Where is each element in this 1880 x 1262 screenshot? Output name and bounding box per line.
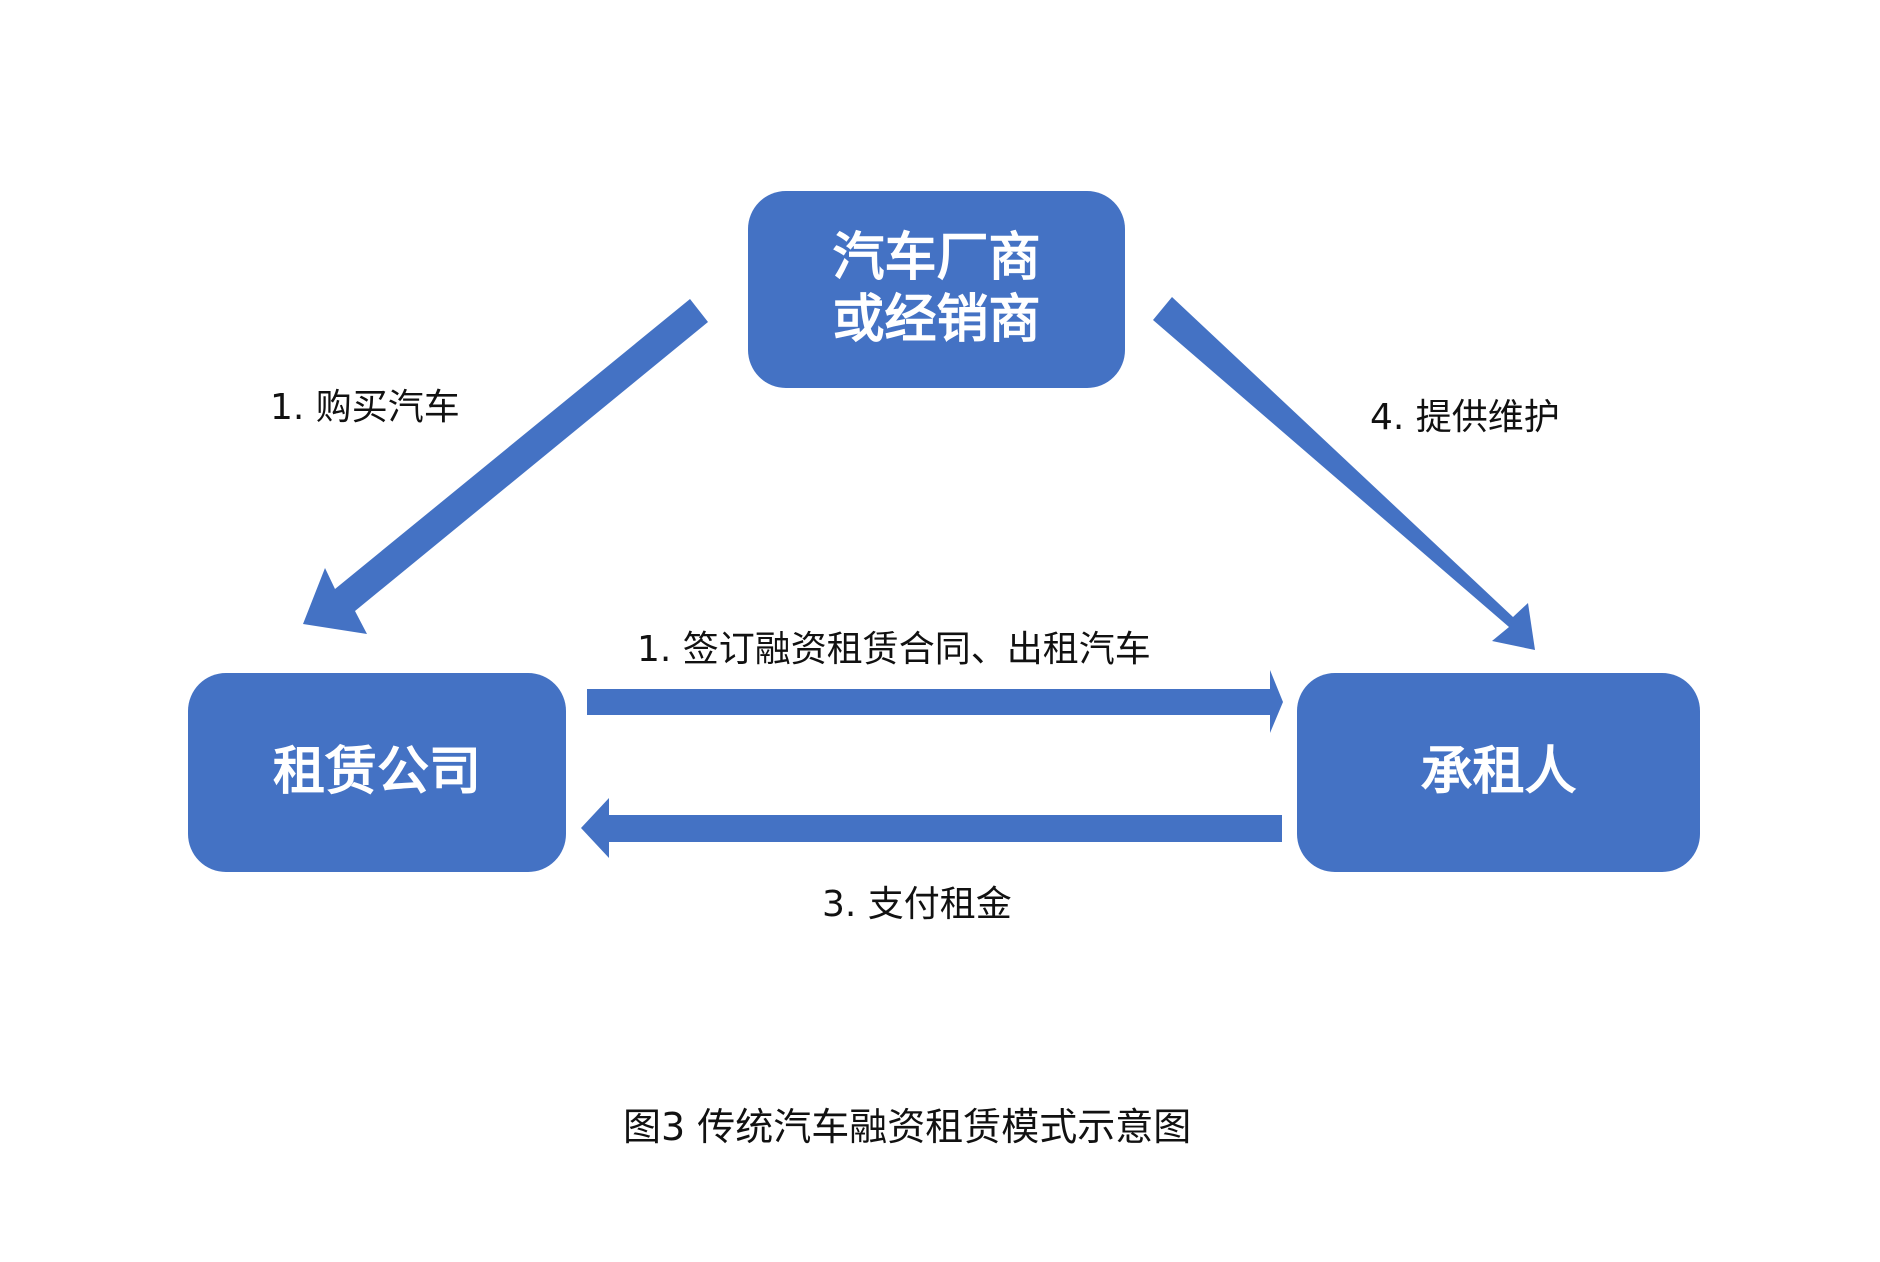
node-automaker-dealer-label: 汽车厂商 或经销商 bbox=[832, 228, 1041, 350]
node-leasing-company-label: 租赁公司 bbox=[272, 741, 481, 802]
arrow-top-to-right-lessee bbox=[1153, 297, 1535, 650]
edge-label-maintenance: 4. 提供维护 bbox=[1370, 397, 1560, 438]
edge-label-contract-rent-car: 1. 签订融资租赁合同、出租汽车 bbox=[637, 629, 1151, 670]
arrow-top-to-left-company bbox=[303, 299, 708, 634]
node-lessee-label: 承租人 bbox=[1420, 741, 1577, 802]
arrow-left-to-right bbox=[587, 670, 1283, 733]
arrow-right-to-left bbox=[581, 798, 1282, 858]
node-lessee: 承租人 bbox=[1297, 673, 1700, 872]
node-leasing-company: 租赁公司 bbox=[188, 673, 566, 872]
edge-label-pay-rent: 3. 支付租金 bbox=[822, 884, 1012, 925]
node-automaker-dealer: 汽车厂商 或经销商 bbox=[748, 191, 1125, 388]
figure-caption: 图3 传统汽车融资租赁模式示意图 bbox=[623, 1105, 1192, 1149]
edge-label-buy-car: 1. 购买汽车 bbox=[270, 387, 460, 428]
